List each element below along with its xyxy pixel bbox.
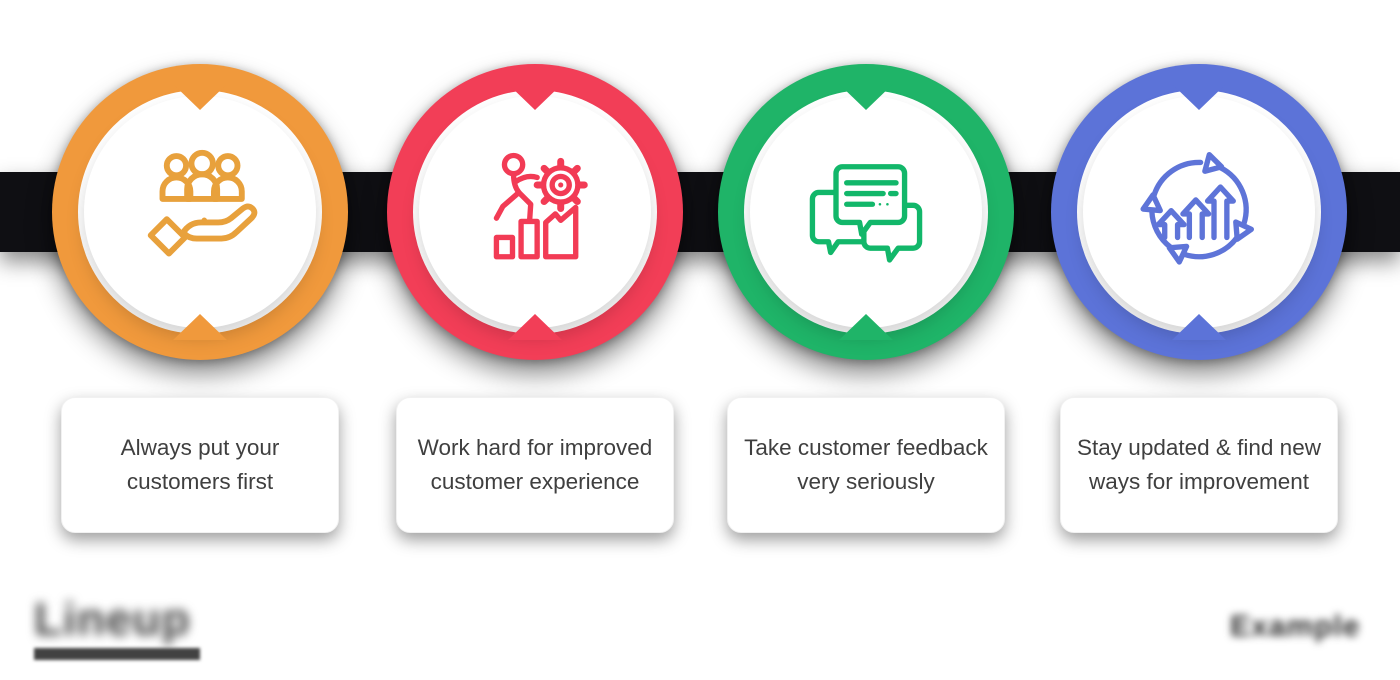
step-card-4: Stay updated & find new ways for improve… [1060, 397, 1338, 533]
step-circle-1 [52, 64, 348, 360]
step-circle-2 [387, 64, 683, 360]
brand-logo-underline [34, 648, 200, 660]
customers-in-hand-icon [134, 149, 266, 270]
step-card-label: Stay updated & find new ways for improve… [1077, 435, 1321, 494]
step-card-label: Take customer feedback very seriously [744, 435, 988, 494]
step-card-1: Always put your customers first [61, 397, 339, 533]
feedback-chat-bubbles-icon [800, 150, 932, 270]
step-card-3: Take customer feedback very seriously [727, 397, 1005, 533]
brand-logo: Lineup [34, 592, 200, 660]
step-card-2: Work hard for improved customer experien… [396, 397, 674, 533]
step-card-label: Always put your customers first [120, 435, 280, 494]
brand-logo-text: Lineup [34, 593, 191, 645]
step-circle-3 [718, 64, 1014, 360]
step-inner-circle [1083, 96, 1315, 328]
step-inner-circle [419, 96, 651, 328]
watermark-text: Example [1230, 610, 1361, 643]
step-card-label: Work hard for improved customer experien… [417, 435, 653, 494]
person-climbing-gear-icon [469, 150, 601, 270]
improvement-cycle-arrows-icon [1133, 150, 1265, 270]
step-inner-circle [84, 96, 316, 328]
step-circle-4 [1051, 64, 1347, 360]
